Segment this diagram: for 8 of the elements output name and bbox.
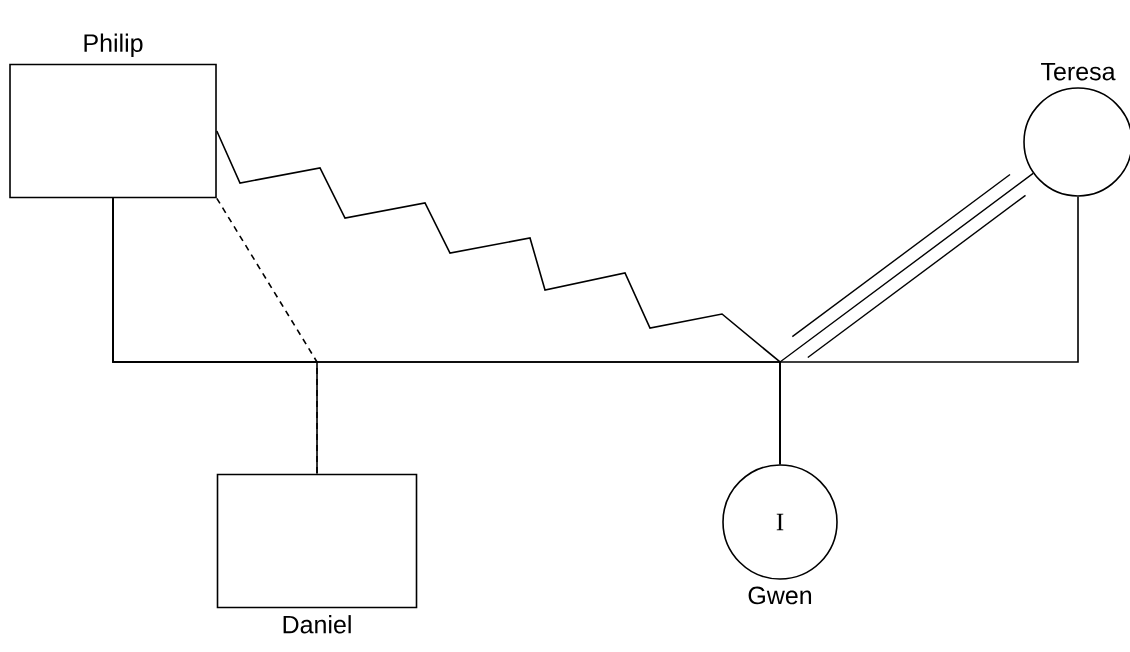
distant-relationship-line [216, 197, 318, 475]
person-square: Philip [9, 33, 217, 199]
person-square: Daniel [216, 473, 418, 634]
node-label: Daniel [283, 615, 351, 634]
close-relationship-line [779, 172, 1034, 465]
node-label: Teresa [1041, 62, 1116, 81]
node-label: Philip [84, 33, 143, 57]
node-label: Gwen [748, 586, 812, 605]
